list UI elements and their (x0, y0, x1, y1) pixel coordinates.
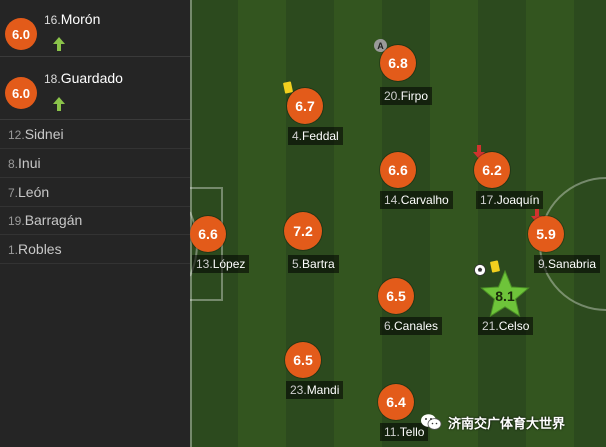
player-name-label: 17.Joaquín (476, 191, 544, 209)
bench-sidebar: 6.0 16.Morón 6.0 18.Guardado 12.Sidnei 8… (0, 0, 190, 447)
captain-icon: A (374, 39, 387, 52)
player-rating-badge: 6.5 (285, 342, 321, 378)
player-name-label: 23.Mandi (286, 381, 344, 399)
goal-ball-icon (474, 264, 486, 276)
bench-player-row[interactable]: 8.Inui (0, 149, 190, 178)
wechat-icon (421, 414, 442, 430)
player-name-label: 16.Morón (44, 11, 101, 27)
player-rating-badge: 6.0 (5, 18, 37, 50)
watermark-text: 济南交广体育大世界 (448, 415, 566, 431)
sub-in-arrow-icon (53, 97, 65, 111)
player-name-label: 4.Feddal (288, 127, 343, 145)
player-name-label: 6.Canales (380, 317, 443, 335)
player-rating-badge: 6.5 (378, 278, 414, 314)
player-rating-badge: 6.7 (287, 88, 323, 124)
bench-player-row[interactable]: 1.Robles (0, 235, 190, 264)
bench-player-row[interactable]: 7.León (0, 178, 190, 207)
bench-player-row[interactable]: 19.Barragán (0, 206, 190, 235)
player-rating-badge: 6.6 (380, 152, 416, 188)
player-name-label: 14.Carvalho (380, 191, 453, 209)
player-name-label: 20.Firpo (380, 87, 433, 105)
player-name-label: 5.Bartra (288, 255, 339, 273)
player-name-label: 11.Tello (380, 423, 429, 441)
player-name-label: 18.Guardado (44, 70, 123, 86)
player-rating-badge: 7.2 (284, 212, 322, 250)
player-name-label: 9.Sanabria (534, 255, 601, 273)
player-rating-badge: 6.0 (5, 77, 37, 109)
player-rating-badge: 6.4 (378, 384, 414, 420)
player-rating-badge: 6.6 (190, 216, 226, 252)
watermark: 济南交广体育大世界 (420, 410, 565, 434)
substitute-row-moron[interactable]: 6.0 16.Morón (0, 0, 190, 57)
substitute-row-guardado[interactable]: 6.0 18.Guardado (0, 63, 190, 120)
player-name-label: 21.Celso (478, 317, 534, 335)
player-rating-badge: 5.9 (528, 216, 564, 252)
player-rating-badge: 6.8 (380, 45, 416, 81)
football-pitch: A 6.8 20.Firpo 6.7 4.Feddal 6.6 14.Carva… (190, 0, 606, 447)
player-rating-badge: 6.2 (474, 152, 510, 188)
man-of-the-match-star-icon: 8.1 (480, 270, 530, 318)
sub-in-arrow-icon (53, 37, 65, 51)
player-name-label: 13.López (192, 255, 250, 273)
bench-player-row[interactable]: 12.Sidnei (0, 120, 190, 149)
player-rating-value: 8.1 (495, 288, 515, 304)
